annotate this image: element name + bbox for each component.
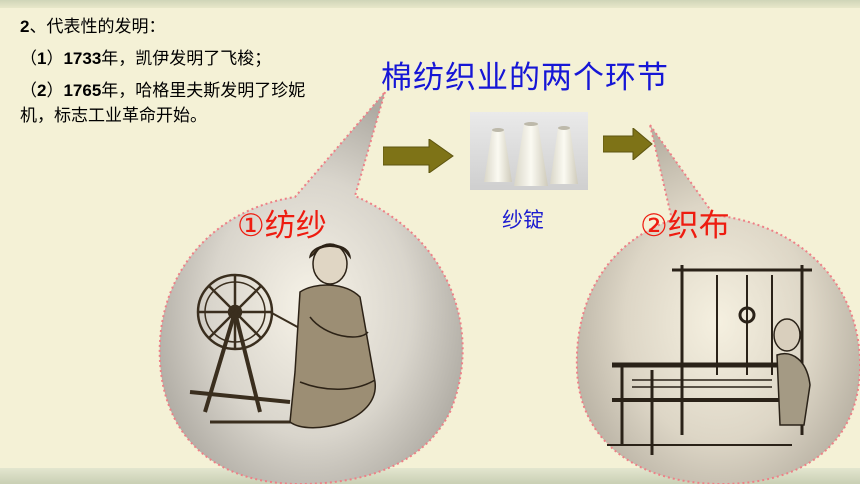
top-bar — [0, 0, 860, 8]
heading-text: 、代表性的发明： — [29, 17, 166, 37]
spinning-wheel-illustration — [189, 273, 326, 424]
weaver-figure — [773, 318, 811, 426]
yarn-spools-icon — [484, 122, 578, 186]
spool-label: 纱锭 — [502, 208, 544, 232]
stage2-label: ②织布 — [640, 208, 730, 244]
spinner-figure — [289, 243, 376, 429]
inventions-heading: 2、代表性的发明： — [20, 14, 310, 40]
yarn-spools-photo — [470, 112, 588, 190]
inventions-text: 2、代表性的发明： （1）1733年，凯伊发明了飞梭； （2）1765年，哈格里… — [20, 14, 310, 135]
arrow-to-spool — [383, 139, 454, 173]
weaving-callout — [575, 124, 860, 484]
invention-item-2: （2）1765年，哈格里夫斯发明了珍妮机，标志工业革命开始。 — [20, 78, 310, 129]
slide-title: 棉纺织业的两个环节 — [381, 60, 669, 96]
arrow-to-weaving — [603, 128, 653, 160]
item1-prefix: （ — [20, 49, 37, 69]
stage1-label: ①纺纱 — [237, 208, 327, 244]
weaving-bubble — [575, 124, 860, 484]
item2-prefix: （ — [20, 81, 37, 101]
item1-year: 1733 — [63, 49, 102, 68]
heading-number: 2 — [20, 17, 30, 36]
item2-text: 年，哈格里夫斯发明了珍妮机，标志工业革命开始。 — [20, 81, 306, 126]
bottom-bar — [0, 468, 860, 484]
item1-mid: ） — [46, 49, 64, 69]
spinning-callout — [158, 91, 464, 484]
item2-year: 1765 — [63, 81, 102, 100]
item2-mid: ） — [46, 81, 64, 101]
item1-text: 年，凯伊发明了飞梭； — [101, 49, 272, 69]
loom-illustration — [607, 265, 812, 455]
item2-number: 2 — [37, 81, 47, 100]
item1-number: 1 — [37, 49, 47, 68]
invention-item-1: （1）1733年，凯伊发明了飞梭； — [20, 46, 310, 72]
